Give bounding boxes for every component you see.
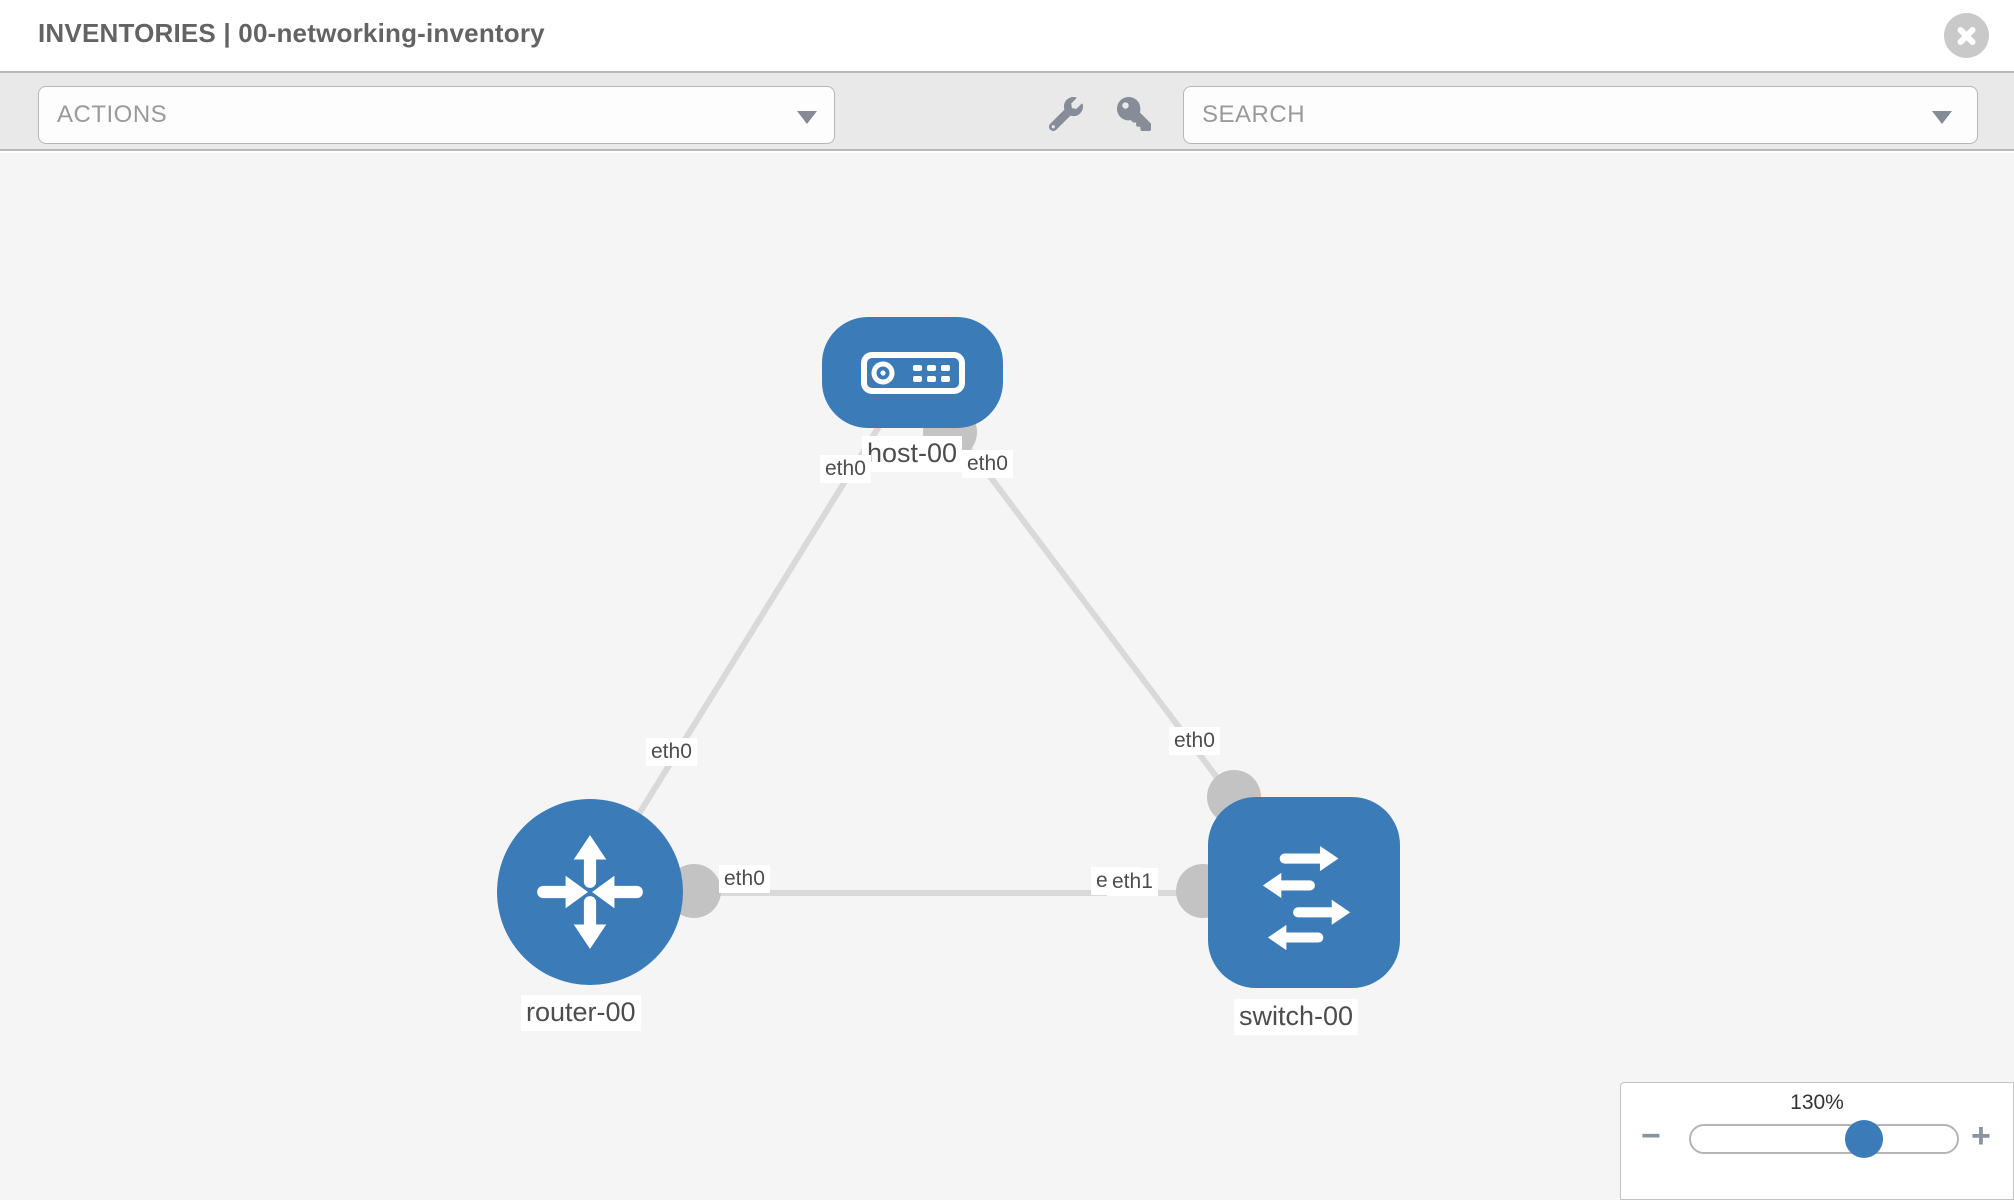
plus-icon: + <box>1971 1117 1991 1155</box>
wrench-button[interactable] <box>1048 97 1083 132</box>
zoom-level: 130% <box>1790 1091 1844 1114</box>
minus-icon: − <box>1641 1117 1661 1155</box>
page-title: INVENTORIES | 00-networking-inventory <box>38 18 545 48</box>
close-button[interactable] <box>1944 13 1989 58</box>
node-host-00[interactable] <box>822 317 1003 428</box>
iface-label-switch-to-router-over: eth1 <box>1107 868 1158 897</box>
header: INVENTORIES | 00-networking-inventory <box>0 0 2014 71</box>
chevron-down-icon <box>1932 111 1952 124</box>
actions-dropdown-label: ACTIONS <box>57 101 168 128</box>
host-icon <box>860 351 965 394</box>
toolbar: ACTIONS SEARCH <box>0 71 2014 151</box>
actions-dropdown[interactable]: ACTIONS <box>38 86 835 144</box>
search-dropdown-label: SEARCH <box>1202 101 1306 128</box>
zoom-slider-thumb[interactable] <box>1845 1120 1883 1158</box>
switch-icon <box>1262 845 1351 950</box>
node-label-switch: switch-00 <box>1234 999 1359 1035</box>
topology-canvas[interactable]: host-00 router-00 switch-00 eth0 eth0 et… <box>0 153 2014 1200</box>
key-icon <box>1117 97 1151 131</box>
node-label-router: router-00 <box>521 995 641 1031</box>
zoom-in-button[interactable]: + <box>1971 1119 1991 1153</box>
wrench-icon <box>1048 97 1083 132</box>
node-switch-00[interactable] <box>1208 797 1400 988</box>
iface-label-router-to-switch: eth0 <box>719 865 770 894</box>
chevron-down-icon <box>797 111 817 124</box>
iface-label-host-to-switch: eth0 <box>962 450 1013 479</box>
topology-links <box>587 371 1307 918</box>
zoom-panel: 130% − + <box>1620 1082 2014 1200</box>
zoom-slider-track[interactable] <box>1689 1124 1959 1154</box>
key-button[interactable] <box>1117 97 1151 131</box>
node-label-host: host-00 <box>862 436 963 472</box>
iface-label-host-to-router: eth0 <box>820 455 871 484</box>
search-dropdown[interactable]: SEARCH <box>1183 86 1978 144</box>
iface-label-router-to-host: eth0 <box>646 738 697 767</box>
iface-label-switch-to-host: eth0 <box>1169 727 1220 756</box>
router-icon <box>537 835 643 949</box>
zoom-out-button[interactable]: − <box>1641 1119 1661 1153</box>
node-router-00[interactable] <box>497 799 683 985</box>
